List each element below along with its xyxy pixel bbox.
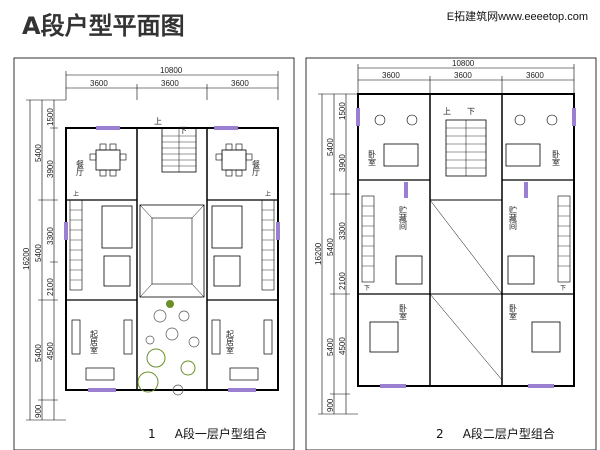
- plan2-left-inner-2: 3900: [338, 154, 347, 172]
- plan1-stair-down: 下: [179, 126, 187, 135]
- plan1-dining-table-left: [89, 143, 127, 177]
- plan1-bath-right: [213, 255, 241, 287]
- plan2-side-down-right: 下: [560, 285, 566, 292]
- plan2-storage-right-label: 贮藏间: [509, 205, 518, 231]
- plan1-kitchen-left: [101, 205, 133, 249]
- plan1-top-dim-2: 3600: [161, 79, 179, 88]
- plan1-caption: 1 A段一层户型组合: [148, 425, 267, 442]
- plan2-caption-num: 2: [436, 427, 444, 441]
- plan1-left-inner-5: 4500: [46, 342, 55, 360]
- plan2-left-outer-4: 900: [326, 398, 335, 412]
- plan1-side-up-left: 上: [73, 190, 79, 198]
- plan2-bath-left: [395, 255, 423, 285]
- plan1-left-outer-3: 5400: [34, 344, 43, 362]
- plan2-caption: 2 A段二层户型组合: [436, 425, 555, 442]
- plan2-top-dim-1: 3600: [382, 71, 400, 80]
- plan2-bed-br: [531, 321, 561, 353]
- plan1-dining-left-label: 餐厅: [76, 160, 85, 176]
- plan1-living-left-label: 起居室: [90, 330, 99, 354]
- plan1-left-inner-3: 3300: [46, 227, 55, 245]
- plan1-left-outer-1: 5400: [34, 144, 43, 162]
- plan1-stair-up: 上: [154, 117, 162, 126]
- plan1-left-inner-4: 2100: [46, 278, 55, 296]
- plan1-living-right-label: 起居室: [226, 330, 235, 354]
- plan1: 10800 3600 3600 3600 16200 5400 5400 540…: [22, 66, 280, 421]
- page-title: A段户型平面图: [22, 12, 185, 40]
- plan2-bedroom-bl-label: 卧室: [399, 304, 408, 320]
- plan2-bedroom-tr-label: 卧室: [552, 150, 561, 166]
- plan1-left-outer-4: 900: [34, 404, 43, 418]
- plan2-top-total: 10800: [452, 59, 475, 68]
- watermark: E拓建筑网www.eeeetop.com: [446, 11, 588, 23]
- plan1-side-stair-right: [261, 199, 275, 291]
- plan2-stair-up: 上: [443, 107, 451, 116]
- plan2-side-down-left: 下: [364, 285, 370, 292]
- plan2-left-inner-5: 4500: [338, 337, 347, 355]
- plan1-frame: [13, 57, 295, 450]
- plan1-dining-right-label: 餐厅: [252, 160, 261, 176]
- plan1-bath-left: [103, 255, 131, 287]
- plan2-left-inner-1: 1500: [338, 102, 347, 120]
- plan1-side-up-right: 上: [265, 190, 271, 198]
- plan1-top-dim-3: 3600: [231, 79, 249, 88]
- plan2-side-stair-left: [361, 195, 375, 283]
- plan2-bedroom-br-label: 卧室: [509, 304, 518, 320]
- plan1-garden: [137, 300, 200, 396]
- plan2-left-outer-3: 5400: [326, 338, 335, 356]
- plan1-side-stair-left: [69, 199, 83, 291]
- plan2-top-dim-3: 3600: [526, 71, 544, 80]
- plan2-caption-text: A段二层户型组合: [462, 427, 555, 441]
- plan2: 10800 3600 3600 3600 16200 5400 5400 540…: [314, 59, 576, 415]
- plan2-bed-tr: [505, 143, 541, 167]
- plan1-left-inner-2: 3900: [46, 160, 55, 178]
- plan2-stair-down: 下: [467, 107, 475, 116]
- plan1-left-outer-2: 5400: [34, 244, 43, 262]
- plan1-left-total: 16200: [22, 247, 31, 270]
- plan1-kitchen-right: [211, 205, 243, 249]
- plan2-left-outer-2: 5400: [326, 238, 335, 256]
- plan2-left-total: 16200: [314, 242, 323, 265]
- plan2-storage-left-label: 贮藏间: [399, 205, 408, 231]
- plan1-top-total: 10800: [160, 66, 183, 75]
- plan2-frame: [305, 57, 597, 450]
- plan2-bed-bl: [369, 321, 399, 353]
- plan2-left-inner-3: 3300: [338, 222, 347, 240]
- plan1-left-inner-1: 1500: [46, 108, 55, 126]
- plan1-top-dim-1: 3600: [90, 79, 108, 88]
- plan2-bath-right: [507, 255, 535, 285]
- plan2-left-outer-1: 5400: [326, 138, 335, 156]
- plan2-top-dim-2: 3600: [454, 71, 472, 80]
- plan1-dining-table-right: [215, 143, 253, 177]
- plan2-left-inner-4: 2100: [338, 272, 347, 290]
- plan2-bed-tl: [383, 143, 419, 167]
- plan2-bedroom-tl-label: 卧室: [368, 150, 377, 166]
- plan1-caption-text: A段一层户型组合: [174, 427, 267, 441]
- plan1-caption-num: 1: [148, 427, 156, 441]
- plan2-side-stair-right: [557, 195, 571, 283]
